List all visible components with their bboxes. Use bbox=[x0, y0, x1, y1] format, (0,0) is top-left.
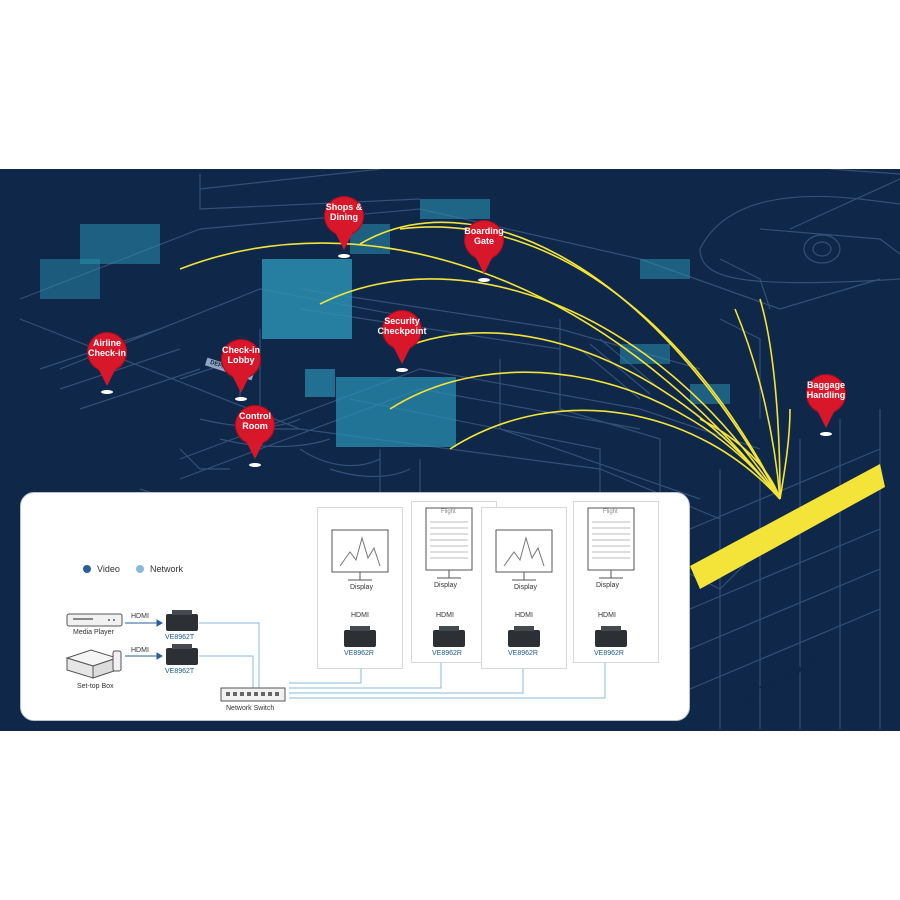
pin-tail bbox=[332, 226, 356, 250]
flight-board-title: Flight bbox=[441, 509, 456, 515]
pin-dot bbox=[338, 254, 350, 258]
connection-lines bbox=[65, 597, 609, 702]
hdmi-label: HDMI bbox=[436, 612, 454, 619]
pin-control-room[interactable]: Control Room bbox=[235, 405, 275, 467]
display-label: Display bbox=[514, 584, 537, 591]
connection-diagram-panel: Video Network bbox=[20, 492, 690, 721]
pin-tail bbox=[95, 362, 119, 386]
legend-network: Network bbox=[136, 564, 183, 574]
signal-arcs bbox=[179, 221, 791, 500]
network-switch-label: Network Switch bbox=[226, 705, 275, 712]
receiver-model: VE8962R bbox=[344, 650, 374, 657]
output-column-1: Display HDMI VE8962R bbox=[317, 507, 403, 669]
pin-dot bbox=[478, 278, 490, 282]
hdmi-label: HDMI bbox=[515, 612, 533, 619]
pin-airline-check-in[interactable]: Airline Check-in bbox=[87, 332, 127, 394]
legend-video: Video bbox=[83, 564, 120, 574]
transmitter-icons bbox=[166, 610, 198, 665]
hdmi-label: HDMI bbox=[351, 612, 369, 619]
display-flight-icon bbox=[425, 507, 473, 647]
output-column-3: Display HDMI VE8962R bbox=[481, 507, 567, 669]
flight-board-title: Flight bbox=[603, 509, 618, 515]
pin-label: Check-in Lobby bbox=[221, 345, 260, 365]
display-chart-icon bbox=[495, 529, 553, 647]
display-flight-icon bbox=[587, 507, 635, 647]
pin-label: Shops & Dining bbox=[325, 202, 363, 222]
pin-label: Boarding Gate bbox=[464, 226, 504, 246]
receiver-model: VE8962R bbox=[508, 650, 538, 657]
set-top-box-icon bbox=[65, 649, 122, 679]
pin-check-in-lobby[interactable]: Check-in Lobby bbox=[221, 339, 261, 401]
pin-dot bbox=[101, 390, 113, 394]
display-label: Display bbox=[350, 584, 373, 591]
display-label: Display bbox=[596, 582, 619, 589]
media-player-label: Media Player bbox=[73, 629, 114, 636]
server-room-stripe bbox=[690, 464, 885, 589]
transmitter-model: VE8962T bbox=[165, 634, 195, 641]
pin-tail bbox=[472, 250, 496, 274]
pin-dot bbox=[235, 397, 247, 401]
pin-tail bbox=[229, 369, 253, 393]
pin-tail bbox=[814, 404, 838, 428]
hdmi-label: HDMI bbox=[131, 647, 149, 654]
scene-display-panels bbox=[40, 199, 730, 447]
legend-network-swatch bbox=[136, 565, 144, 573]
media-player-icon bbox=[66, 613, 123, 627]
receiver-model: VE8962R bbox=[594, 650, 624, 657]
pin-tail bbox=[390, 340, 414, 364]
hdmi-label: HDMI bbox=[131, 613, 149, 620]
hdmi-label: HDMI bbox=[598, 612, 616, 619]
set-top-box-label: Set-top Box bbox=[77, 683, 114, 690]
pin-label: Baggage Handling bbox=[806, 380, 846, 400]
pin-label: Security Checkpoint bbox=[377, 316, 427, 336]
pin-tail bbox=[243, 435, 267, 459]
receiver-model: VE8962R bbox=[432, 650, 462, 657]
display-label: Display bbox=[434, 582, 457, 589]
pin-baggage-handling[interactable]: Baggage Handling bbox=[806, 374, 846, 436]
pin-boarding-gate[interactable]: Boarding Gate bbox=[464, 220, 504, 282]
legend-video-swatch bbox=[83, 565, 91, 573]
display-chart-icon bbox=[331, 529, 389, 647]
pin-label: Control Room bbox=[239, 411, 271, 431]
pin-shops-dining[interactable]: Shops & Dining bbox=[324, 196, 364, 258]
output-column-4: Flight Display HDMI VE8962R bbox=[573, 501, 659, 663]
network-switch-icon bbox=[220, 687, 286, 702]
pin-dot bbox=[249, 463, 261, 467]
legend-network-label: Network bbox=[150, 564, 184, 574]
legend-video-label: Video bbox=[97, 564, 120, 574]
pin-security-checkpoint[interactable]: Security Checkpoint bbox=[377, 310, 427, 372]
pin-dot bbox=[820, 432, 832, 436]
pin-dot bbox=[396, 368, 408, 372]
pin-label: Airline Check-in bbox=[87, 338, 126, 358]
transmitter-model: VE8962T bbox=[165, 668, 195, 675]
